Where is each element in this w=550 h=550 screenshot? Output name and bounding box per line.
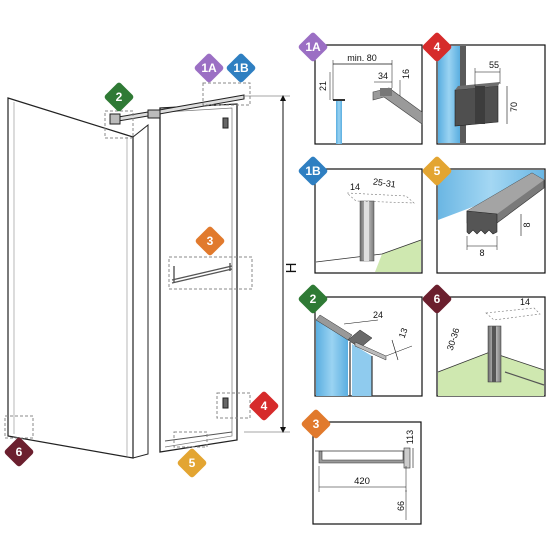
height-label: H	[283, 263, 300, 274]
badge-2: 2	[104, 82, 134, 112]
towel-handle	[171, 263, 233, 284]
detail-6-panel: 14 30-36	[436, 296, 546, 397]
svg-text:2: 2	[116, 90, 123, 104]
detail-2-badge: 2	[298, 284, 328, 314]
d1a-dim-34: 34	[378, 71, 388, 81]
badge-3: 3	[195, 226, 225, 256]
svg-text:3: 3	[313, 417, 320, 431]
detail-5-panel: 8 8	[436, 168, 546, 274]
detail-1a-panel: min. 80 21 34 16	[314, 44, 423, 145]
badge-4: 4	[249, 391, 279, 421]
svg-text:5: 5	[434, 164, 441, 178]
svg-text:3: 3	[207, 234, 214, 248]
svg-text:4: 4	[434, 40, 441, 54]
svg-text:5: 5	[189, 456, 196, 470]
svg-text:6: 6	[16, 445, 23, 459]
callout-box-2	[104, 110, 134, 139]
detail-5-badge: 5	[422, 156, 452, 186]
d1a-min-label: min. 80	[347, 53, 377, 63]
svg-text:1B: 1B	[305, 164, 321, 178]
callout-box-5	[173, 431, 208, 448]
d1a-dim-21: 21	[318, 81, 328, 91]
callout-box-3	[168, 256, 253, 290]
d5-dim-8-h: 8	[479, 248, 484, 258]
detail-1b-panel: 14 25-31	[314, 168, 423, 274]
badge-1b: 1B	[226, 53, 256, 83]
detail-callout-boxes	[4, 82, 253, 448]
detail-4-badge: 4	[422, 32, 452, 62]
badge-1a: 1A	[194, 53, 224, 83]
d1b-dim-range: 25-31	[372, 176, 396, 189]
callout-box-6	[4, 415, 34, 439]
height-dimension: H	[244, 95, 300, 433]
svg-text:4: 4	[261, 399, 268, 413]
detail-6-badge: 6	[422, 284, 452, 314]
d6-dim-14: 14	[520, 297, 530, 307]
d3-dim-113: 113	[405, 430, 415, 444]
svg-text:2: 2	[310, 292, 317, 306]
detail-3-panel: 113 420 66	[312, 421, 422, 525]
detail-3-badge: 3	[301, 409, 331, 439]
front-fixed-strip	[132, 123, 149, 459]
d3-dim-66: 66	[396, 501, 406, 511]
detail-2-panel: 24 13	[314, 296, 423, 397]
d3-dim-420: 420	[354, 476, 370, 487]
lower-hinge	[222, 397, 229, 409]
callout-box-1ab	[202, 82, 251, 106]
detail-1b-badge: 1B	[298, 156, 328, 186]
svg-text:6: 6	[434, 292, 441, 306]
detail-4-panel: 55 70	[436, 44, 546, 145]
svg-text:1B: 1B	[233, 61, 249, 75]
badge-5: 5	[177, 448, 207, 478]
side-glass-panel	[7, 97, 134, 459]
svg-text:1A: 1A	[305, 40, 321, 54]
d4-dim-70: 70	[509, 102, 519, 112]
detail-1a-badge: 1A	[298, 32, 328, 62]
callout-box-4	[216, 392, 251, 419]
d2-dim-13: 13	[397, 327, 410, 340]
d1a-dim-16: 16	[401, 69, 411, 79]
shower-enclosure-drawing	[7, 94, 245, 459]
upper-hinge	[222, 117, 229, 129]
svg-text:1A: 1A	[201, 61, 217, 75]
d1b-dim-14: 14	[350, 182, 360, 192]
badge-6: 6	[4, 437, 34, 467]
d5-dim-8-v: 8	[522, 222, 532, 227]
d4-dim-55: 55	[489, 60, 499, 70]
d2-dim-24: 24	[373, 310, 383, 320]
